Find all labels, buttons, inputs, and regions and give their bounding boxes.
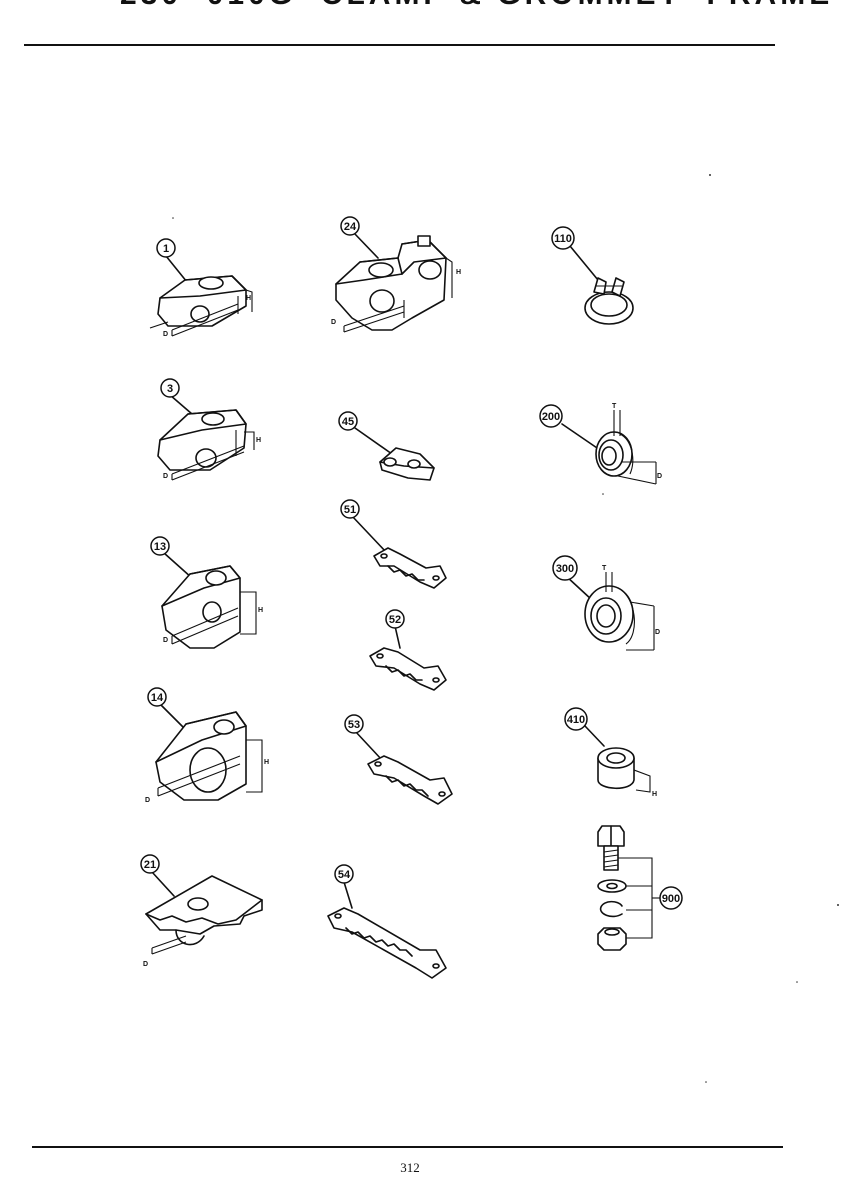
part-51-balloon: 51 [340,499,360,519]
part-13-label: 13 [154,541,166,553]
part-200-drawing [561,410,657,485]
part-900-balloon: 900 [659,886,683,910]
header-rule [24,44,775,46]
part-24-drawing [335,232,453,333]
dim-t-label: T [602,565,607,572]
part-54-balloon: 54 [334,864,354,884]
part-300-drawing [565,572,655,651]
part-21-drawing [145,871,263,955]
part-53-balloon: 53 [344,714,364,734]
part-54-drawing [327,881,447,979]
part-45-label: 45 [342,416,354,428]
part-45-drawing [354,427,435,481]
part-110-balloon: 110 [551,226,575,250]
part-200-balloon: 200 [539,404,563,428]
part-410-label: 410 [567,714,585,726]
part-14-drawing [155,703,263,801]
dim-h-label: H [264,759,269,766]
part-200-label: 200 [542,411,560,423]
part-14-label: 14 [151,692,164,704]
page-title: 230 010G CLAMP & GROMMET FRAME [120,0,833,12]
part-53-label: 53 [348,719,360,731]
dim-d-label: D [331,319,336,326]
dim-h-label: H [652,791,657,798]
part-24-label: 24 [344,221,357,233]
part-900-drawing [597,825,662,951]
part-3-drawing [157,394,255,481]
part-52-drawing [369,625,447,691]
dim-d-label: D [163,331,168,338]
dim-h-label: H [246,295,251,302]
part-1-drawing [149,255,253,337]
part-13-balloon: 13 [150,536,170,556]
dim-d-label: D [655,629,660,636]
part-24-balloon: 24 [340,216,360,236]
dim-h-label: H [256,437,261,444]
part-300-label: 300 [556,563,574,575]
dim-t-label: T [612,403,617,410]
dim-h-label: H [456,269,461,276]
part-300-balloon: 300 [552,555,578,581]
dim-d-label: D [163,637,168,644]
dim-d-label: D [143,961,148,968]
part-13-drawing [161,552,257,649]
part-21-label: 21 [144,859,156,871]
part-51-drawing [351,515,447,589]
part-1-label: 1 [163,243,169,255]
part-3-balloon: 3 [160,378,180,398]
dim-d-label: D [145,797,150,804]
dim-d-label: D [163,473,168,480]
dim-d-label: D [657,473,662,480]
page-number: 312 [400,1160,420,1175]
part-110-label: 110 [554,233,572,245]
part-52-balloon: 52 [385,609,405,629]
part-410-balloon: 410 [564,707,588,731]
part-51-label: 51 [344,504,356,516]
part-54-label: 54 [338,869,351,881]
part-21-balloon: 21 [140,854,160,874]
part-45-balloon: 45 [338,411,358,431]
footer-rule [32,1146,783,1148]
dim-h-label: H [258,607,263,614]
part-3-label: 3 [167,383,173,395]
part-410-drawing [584,725,651,793]
part-900-label: 900 [662,893,680,905]
part-110-drawing [569,245,634,325]
part-14-balloon: 14 [147,687,167,707]
part-52-label: 52 [389,614,401,626]
part-53-drawing [354,730,453,805]
part-1-balloon: 1 [156,238,176,258]
